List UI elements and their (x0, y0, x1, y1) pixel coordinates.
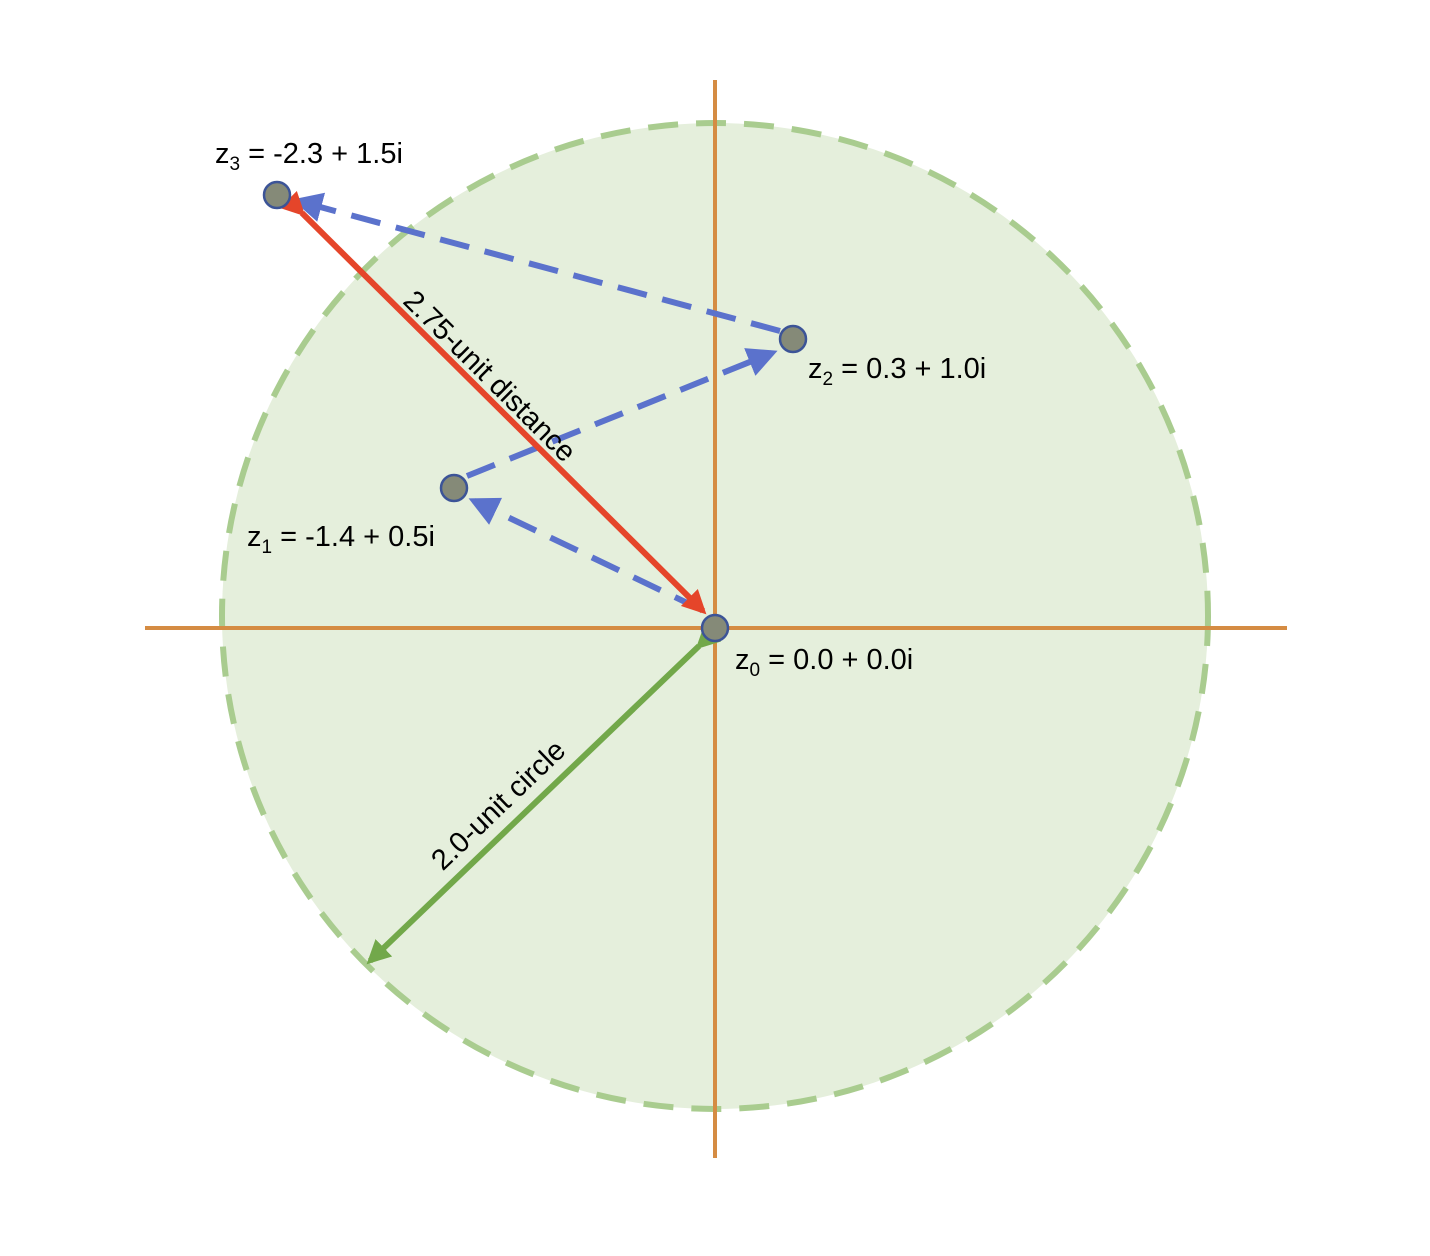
point-z2 (778, 324, 808, 354)
point-z0 (700, 613, 730, 643)
point-z1 (439, 473, 469, 503)
label-z1: z1 = -1.4 + 0.5i (247, 521, 435, 558)
point-z3 (262, 180, 292, 210)
label-z2: z2 = 0.3 + 1.0i (808, 353, 986, 390)
label-z3: z3 = -2.3 + 1.5i (215, 138, 403, 175)
radius-arrow (366, 624, 722, 965)
distance-arrow (279, 190, 707, 615)
label-z0: z0 = 0.0 + 0.0i (735, 644, 913, 681)
